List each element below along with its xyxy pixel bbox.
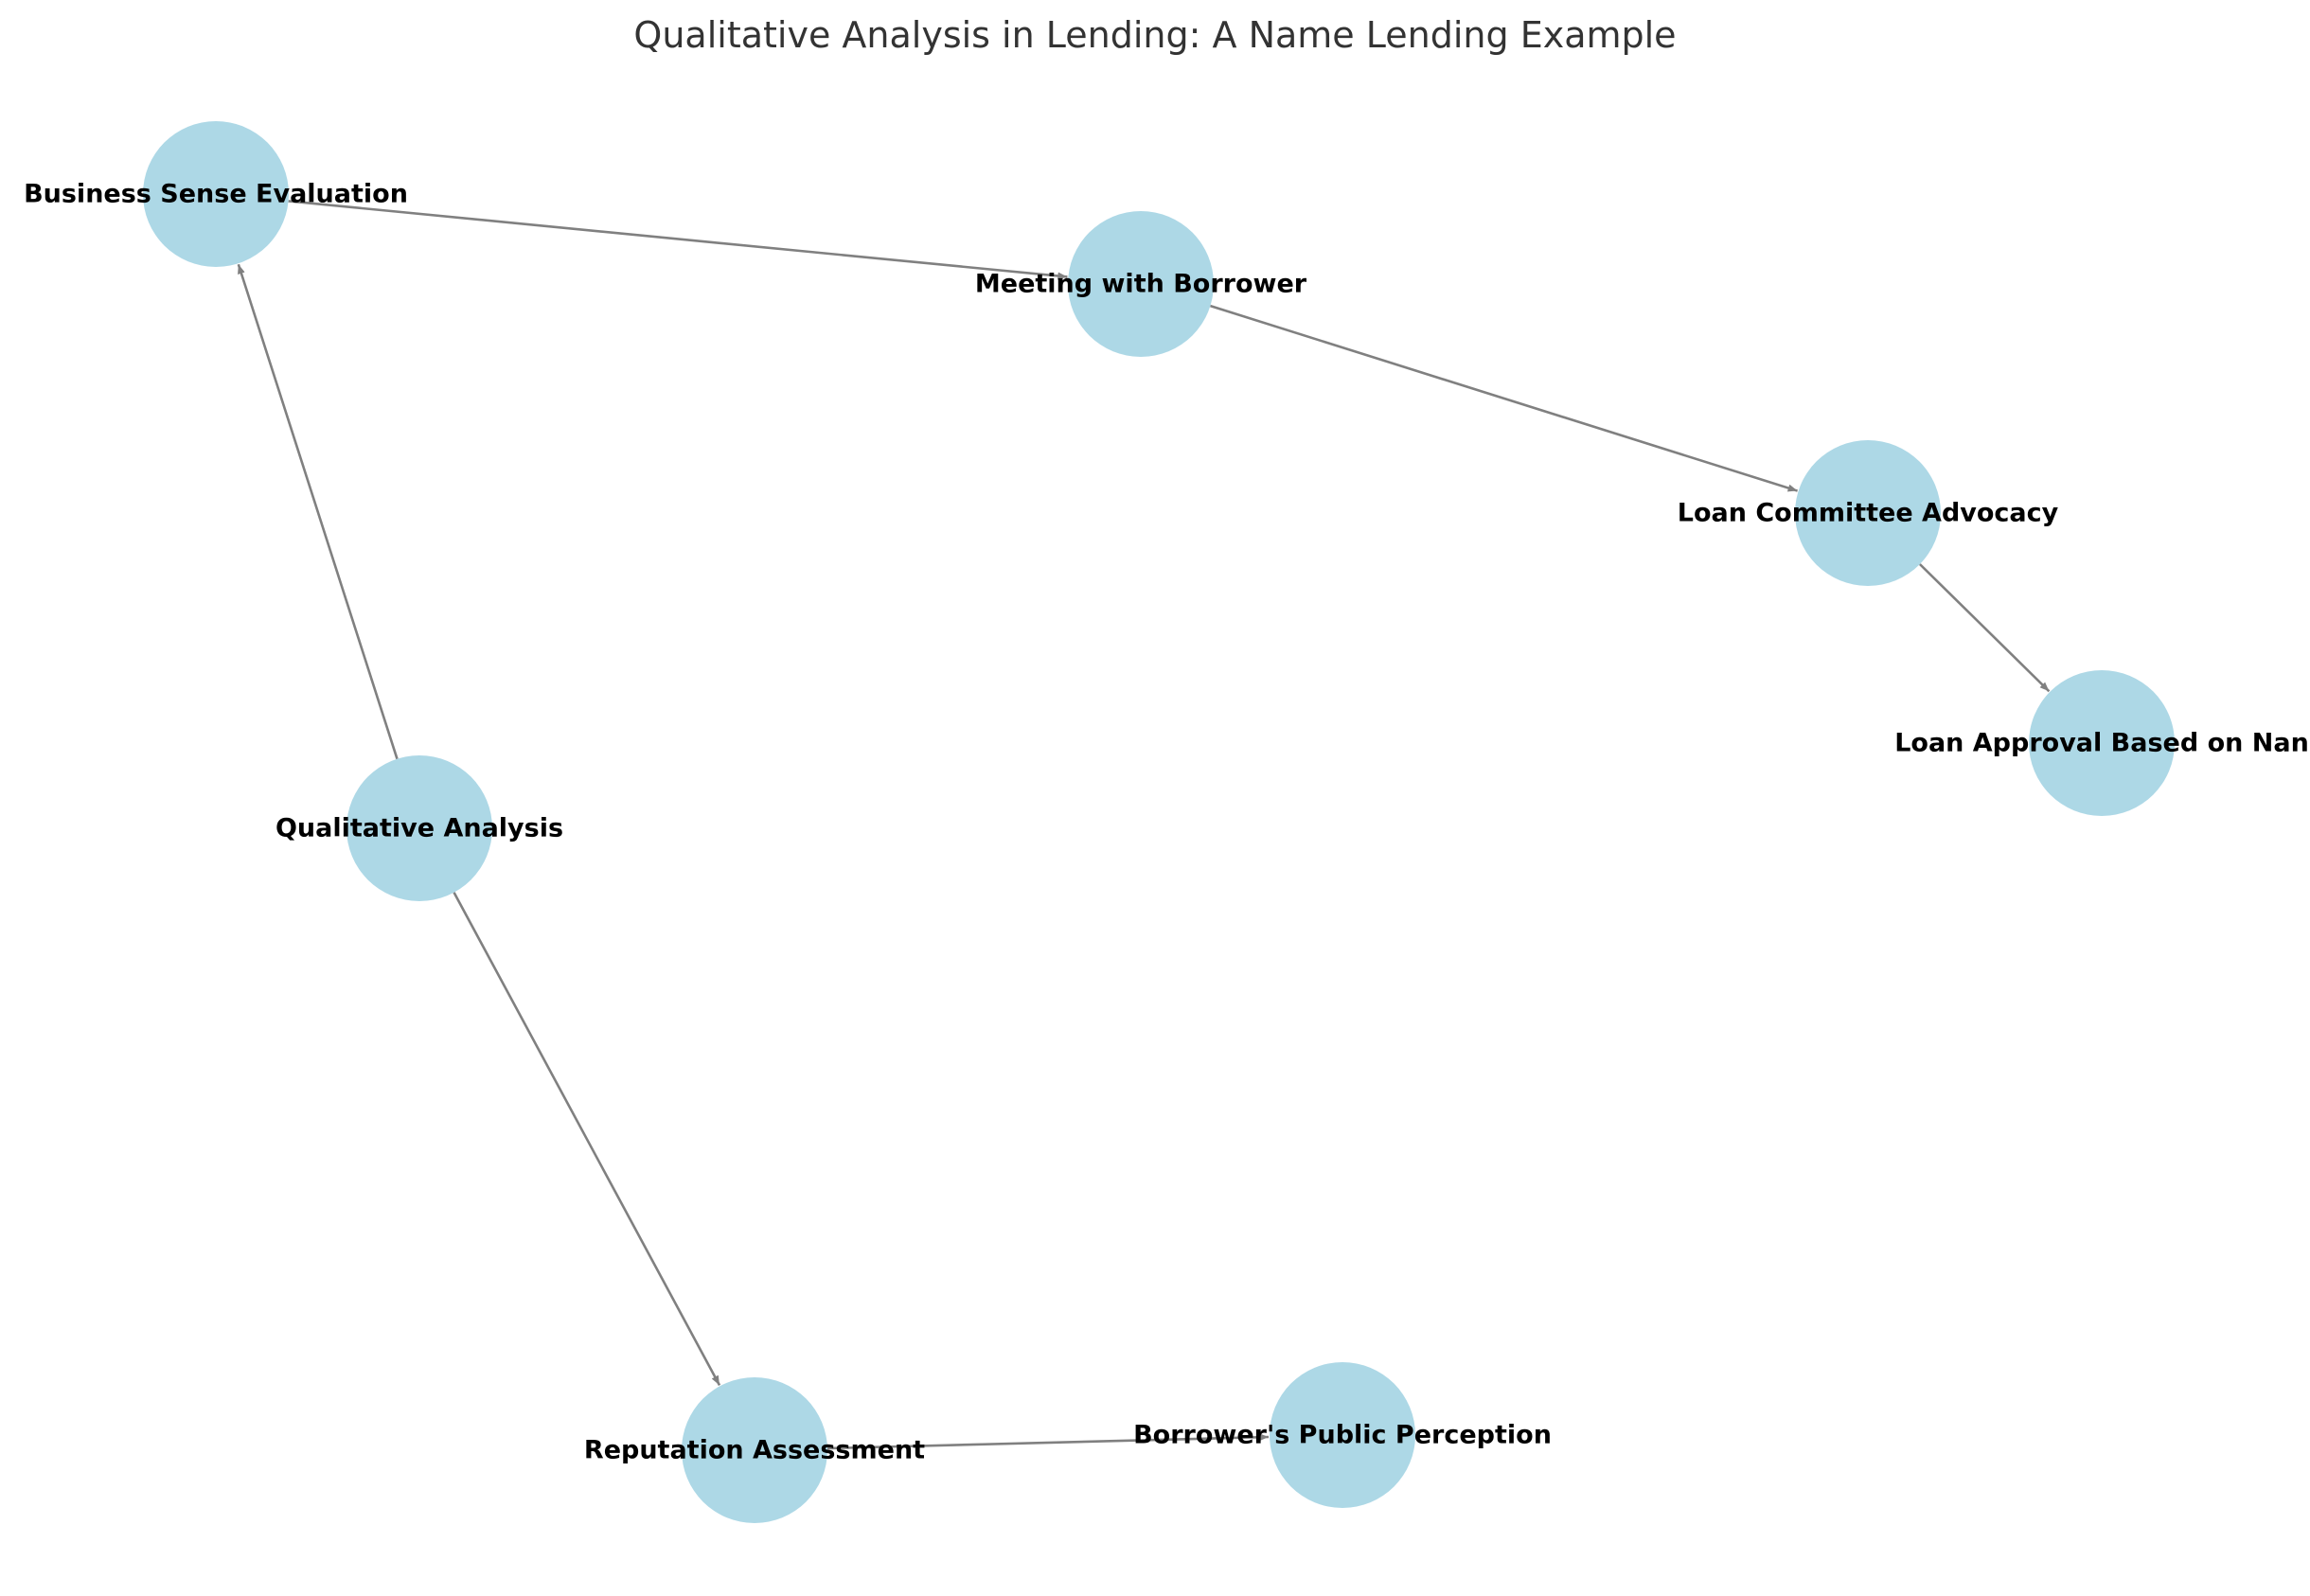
edges-layer — [237, 200, 2051, 1450]
edge-business_sense-to-meeting — [288, 200, 1068, 280]
node-meeting: Meeting with Borrower — [975, 211, 1307, 357]
node-reputation: Reputation Assessment — [584, 1377, 925, 1523]
edge-committee-to-approval — [1918, 563, 2051, 693]
node-label: Qualitative Analysis — [275, 814, 563, 843]
edge-reputation-to-perception — [826, 1433, 1270, 1450]
edge-qualitative-to-business_sense — [237, 263, 399, 760]
node-circle — [2029, 670, 2175, 816]
node-label: Reputation Assessment — [584, 1436, 925, 1465]
node-circle — [143, 121, 289, 267]
node-label: Business Sense Evaluation — [24, 180, 408, 209]
node-circle — [1068, 211, 1214, 357]
node-circle — [1795, 440, 1941, 586]
node-committee: Loan Committee Advocacy — [1678, 440, 2059, 586]
edge-qualitative-to-reputation — [453, 892, 721, 1386]
node-qualitative: Qualitative Analysis — [275, 755, 563, 901]
node-approval: Loan Approval Based on Nan — [1894, 670, 2309, 816]
node-business_sense: Business Sense Evaluation — [24, 121, 408, 267]
edge-meeting-to-committee — [1210, 304, 1798, 492]
node-label: Loan Committee Advocacy — [1678, 499, 2059, 528]
diagram-title: Qualitative Analysis in Lending: A Name … — [633, 14, 1676, 56]
node-circle — [1270, 1362, 1415, 1508]
node-perception: Borrower's Public Perception — [1133, 1362, 1552, 1508]
node-label: Meeting with Borrower — [975, 270, 1307, 299]
node-label: Loan Approval Based on Nan — [1894, 729, 2309, 758]
node-label: Borrower's Public Perception — [1133, 1421, 1552, 1450]
node-circle — [682, 1377, 827, 1523]
node-circle — [346, 755, 492, 901]
